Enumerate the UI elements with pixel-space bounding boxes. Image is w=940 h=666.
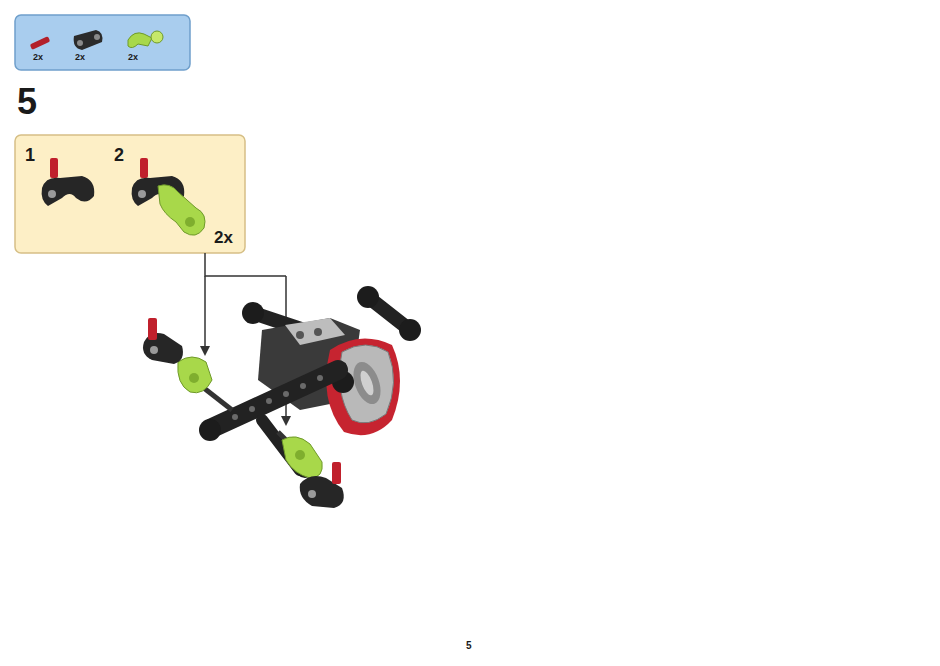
- substep-1-picture: [42, 158, 95, 206]
- substep-box: 1 2 2x: [15, 135, 245, 253]
- main-model: [143, 286, 421, 508]
- quantity-or-substep-text: 2x: [128, 53, 138, 62]
- quantity-or-substep-text: 1: [25, 146, 35, 164]
- parts-panel: [15, 15, 190, 70]
- substep-2-picture: [132, 158, 205, 235]
- step-number: 5: [17, 84, 37, 120]
- page-number: 5: [466, 641, 472, 651]
- parts-list-box: 2x 2x 2x: [15, 15, 190, 70]
- quantity-or-substep-text: 2x: [33, 53, 43, 62]
- quantity-or-substep-text: 2x: [75, 53, 85, 62]
- parts-icons: [30, 30, 163, 50]
- quantity-or-substep-text: 2: [114, 146, 124, 164]
- quantity-or-substep-text: 2x: [214, 229, 233, 246]
- substep-panel: [15, 135, 245, 253]
